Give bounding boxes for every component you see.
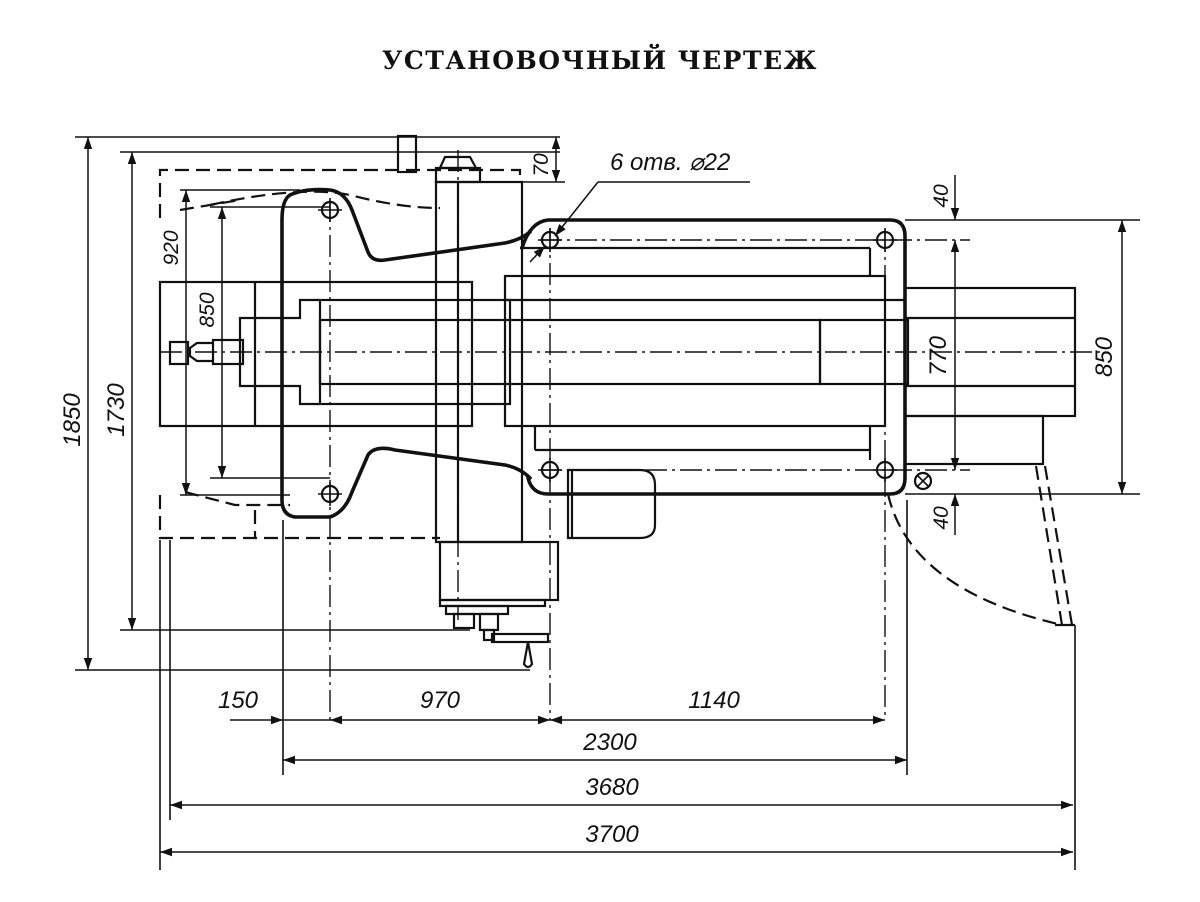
base-outline-right xyxy=(520,218,907,496)
horizontal-dimensions xyxy=(160,715,1073,857)
grounding-mark-icon xyxy=(913,471,933,491)
swing-clearance-outline xyxy=(886,465,1075,627)
drawing-title: УСТАНОВОЧНЫЙ ЧЕРТЕЖ xyxy=(382,46,818,75)
dim-label-40-top: 40 xyxy=(930,184,953,208)
dim-label-70: 70 xyxy=(530,153,553,177)
dim-label-150: 150 xyxy=(218,687,259,714)
dim-label-1140: 1140 xyxy=(688,687,740,714)
motor xyxy=(566,468,657,540)
right-vertical-dimensions xyxy=(950,175,1127,535)
center-lines xyxy=(160,150,1100,720)
dim-label-3700: 3700 xyxy=(585,821,639,848)
holes-note-leader xyxy=(529,181,750,263)
extension-lines xyxy=(75,136,1140,870)
base-outline-left xyxy=(280,187,532,519)
holes-note-label: 6 отв. ⌀22 xyxy=(610,149,730,176)
gearbox xyxy=(438,540,560,669)
dim-label-2300: 2300 xyxy=(582,729,637,756)
top-dimension-70 xyxy=(480,137,565,183)
dim-label-3680: 3680 xyxy=(585,774,639,801)
dim-label-850-left: 850 xyxy=(196,292,219,327)
dim-label-1850: 1850 xyxy=(59,393,86,447)
dim-label-850-right: 850 xyxy=(1091,336,1118,377)
dim-label-770: 770 xyxy=(925,335,952,376)
dim-label-920: 920 xyxy=(160,230,183,265)
dim-label-970: 970 xyxy=(420,687,461,714)
dim-label-40-bottom: 40 xyxy=(930,506,953,530)
dim-label-1730: 1730 xyxy=(103,383,130,437)
left-vertical-dimensions xyxy=(83,137,227,670)
table-beam xyxy=(318,246,1077,466)
top-handle xyxy=(396,134,482,184)
